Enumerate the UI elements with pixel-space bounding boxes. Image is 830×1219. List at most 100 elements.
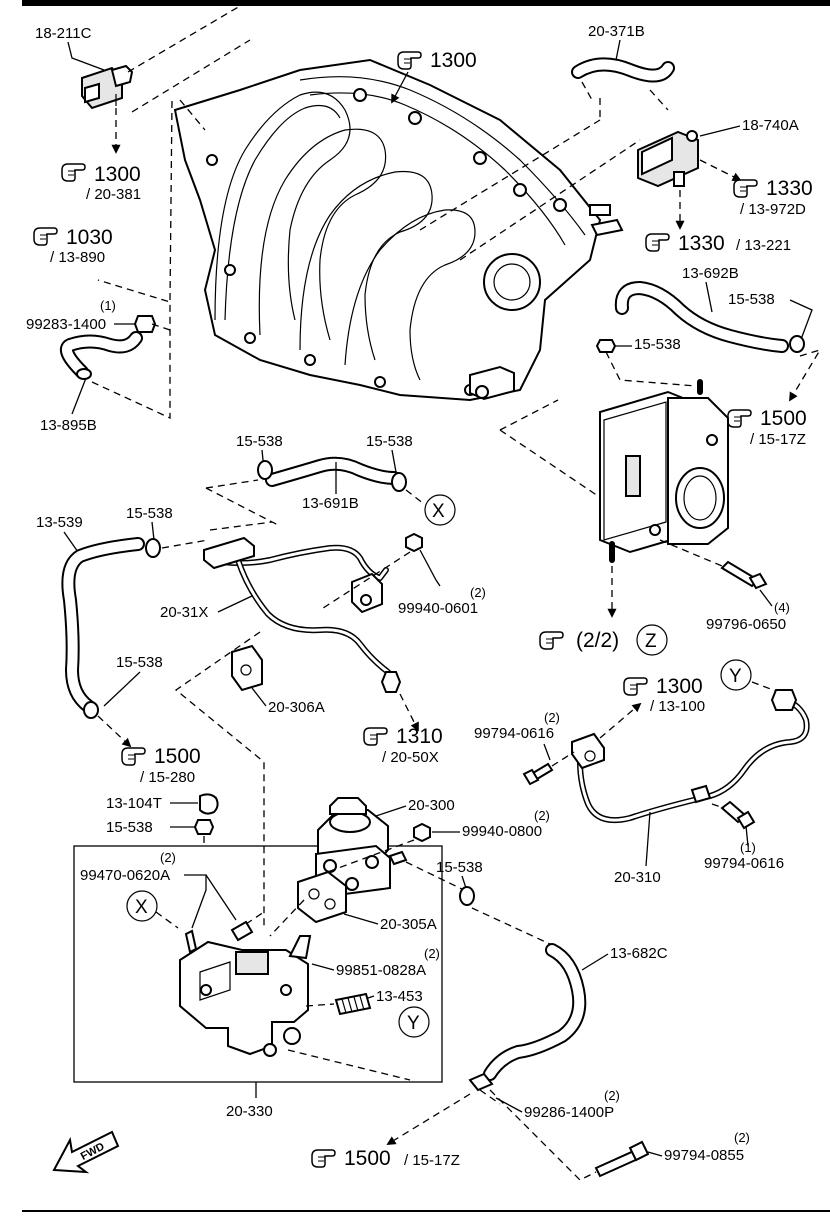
clamp-15-538-b	[595, 339, 617, 353]
clamp-15-538-g	[193, 819, 215, 835]
ref-1300-mid-sub: / 13-100	[650, 698, 705, 715]
qty-99796-0650: (4)	[774, 600, 790, 615]
ref-2-2: (2/2)	[576, 629, 619, 652]
circle-y-1	[720, 659, 752, 691]
label-99794-0855: 99794-0855	[664, 1147, 744, 1164]
sensor-18-211c	[81, 64, 134, 110]
ref-1500-bottom-sub: / 15-17Z	[404, 1152, 460, 1169]
label-15-538-h: 15-538	[436, 859, 483, 876]
throttle-body	[599, 379, 729, 563]
nut-99940-0800	[413, 822, 431, 843]
label-15-538-f: 15-538	[116, 654, 163, 671]
ref-1300-left: 1300	[94, 163, 141, 186]
spring-13-453	[334, 992, 372, 1016]
bolt-99794-0616-b	[720, 800, 756, 830]
pipe-20-310	[571, 689, 810, 824]
clamp-15-538-e	[145, 538, 162, 558]
qty-99851: (2)	[424, 946, 440, 961]
ref-1500-left: 1500	[154, 745, 201, 768]
clamp-99283	[133, 315, 157, 333]
pointing-hand-icon	[645, 233, 670, 252]
egr-housing-20-330	[179, 920, 312, 1057]
ref-1030: 1030	[66, 226, 113, 249]
ref-1330-right-sub: / 13-972D	[740, 201, 806, 218]
label-20-371b: 20-371B	[588, 23, 645, 40]
bottom-border	[22, 1210, 830, 1212]
hose-13-682c	[483, 943, 587, 1081]
label-99940-0601: 99940-0601	[398, 600, 478, 617]
label-99796-0650: 99796-0650	[706, 616, 786, 633]
clamp-99286-1400p	[468, 1072, 494, 1092]
circle-x-1-label: X	[432, 501, 445, 522]
hose-13-691b	[257, 456, 408, 492]
ref-1300-top: 1300	[430, 49, 477, 72]
label-99470-0620a: 99470-0620A	[80, 867, 170, 884]
label-13-691b: 13-691B	[302, 495, 359, 512]
nut-99940-0601	[405, 532, 423, 553]
label-15-538-a: 15-538	[728, 291, 775, 308]
ref-1500-right-sub: / 15-17Z	[750, 431, 806, 448]
label-15-538-c: 15-538	[236, 433, 283, 450]
pointing-hand-icon	[61, 163, 86, 182]
ref-1310-sub: / 20-50X	[382, 749, 439, 766]
label-99794-0616-b: 99794-0616	[704, 855, 784, 872]
label-15-538-d: 15-538	[366, 433, 413, 450]
label-18-740a: 18-740A	[742, 117, 799, 134]
qty-99286: (2)	[604, 1088, 620, 1103]
circle-z-label: Z	[645, 631, 657, 652]
circle-x-1	[424, 494, 456, 526]
label-13-895b: 13-895B	[40, 417, 97, 434]
label-99940-0800: 99940-0800	[462, 823, 542, 840]
label-13-682c: 13-682C	[610, 945, 668, 962]
intake-manifold	[173, 58, 624, 402]
pointing-hand-icon	[311, 1149, 336, 1168]
circle-x-2-label: X	[135, 897, 148, 918]
pointing-hand-icon	[623, 677, 648, 696]
label-99283-1400: 99283-1400	[26, 316, 106, 333]
clamp-15-538-h	[459, 886, 476, 906]
clamp-15-538-a	[789, 335, 806, 353]
qty-99940-0800: (2)	[534, 808, 550, 823]
top-border	[22, 0, 830, 6]
pointing-hand-icon	[33, 227, 58, 246]
ref-1310: 1310	[396, 725, 443, 748]
label-15-538-e: 15-538	[126, 505, 173, 522]
circle-y-1-label: Y	[729, 666, 742, 687]
ref-1330-mid: 1330	[678, 232, 725, 255]
label-20-31x: 20-31X	[160, 604, 208, 621]
label-20-306a: 20-306A	[268, 699, 325, 716]
gasket-20-305a	[297, 870, 347, 924]
bolt-99796-0650	[720, 560, 768, 590]
label-13-539: 13-539	[36, 514, 83, 531]
label-20-300: 20-300	[408, 797, 455, 814]
circle-x-2	[126, 890, 158, 922]
label-99851-0828a: 99851-0828A	[336, 962, 426, 979]
pipe-20-31x	[203, 536, 402, 693]
pointing-hand-icon	[727, 409, 752, 428]
solenoid-18-740a	[637, 130, 699, 188]
qty-99940-0601: (2)	[470, 585, 486, 600]
ref-1300-mid: 1300	[656, 675, 703, 698]
pointing-hand-icon	[539, 631, 564, 650]
qty-99794-0616-b: (1)	[740, 840, 756, 855]
ref-1330-mid-sub: / 13-221	[736, 237, 791, 254]
label-20-330: 20-330	[226, 1103, 273, 1120]
assembly-box-20-330	[73, 845, 443, 1083]
ref-1500-bottom: 1500	[344, 1147, 391, 1170]
ref-1030-sub: / 13-890	[50, 249, 105, 266]
label-13-104t: 13-104T	[106, 795, 162, 812]
hose-20-371b	[571, 57, 675, 83]
qty-99794-0855: (2)	[734, 1130, 750, 1145]
pointing-hand-icon	[121, 747, 146, 766]
hose-13-692b	[614, 281, 789, 353]
qty-99470: (2)	[160, 850, 176, 865]
circle-y-2-label: Y	[407, 1013, 420, 1034]
label-20-305a: 20-305A	[380, 916, 437, 933]
qty-99283-1400: (1)	[100, 298, 116, 313]
pointing-hand-icon	[733, 179, 758, 198]
label-13-692b: 13-692B	[682, 265, 739, 282]
circle-z	[636, 624, 668, 656]
label-13-453: 13-453	[376, 988, 423, 1005]
ref-1500-right: 1500	[760, 407, 807, 430]
